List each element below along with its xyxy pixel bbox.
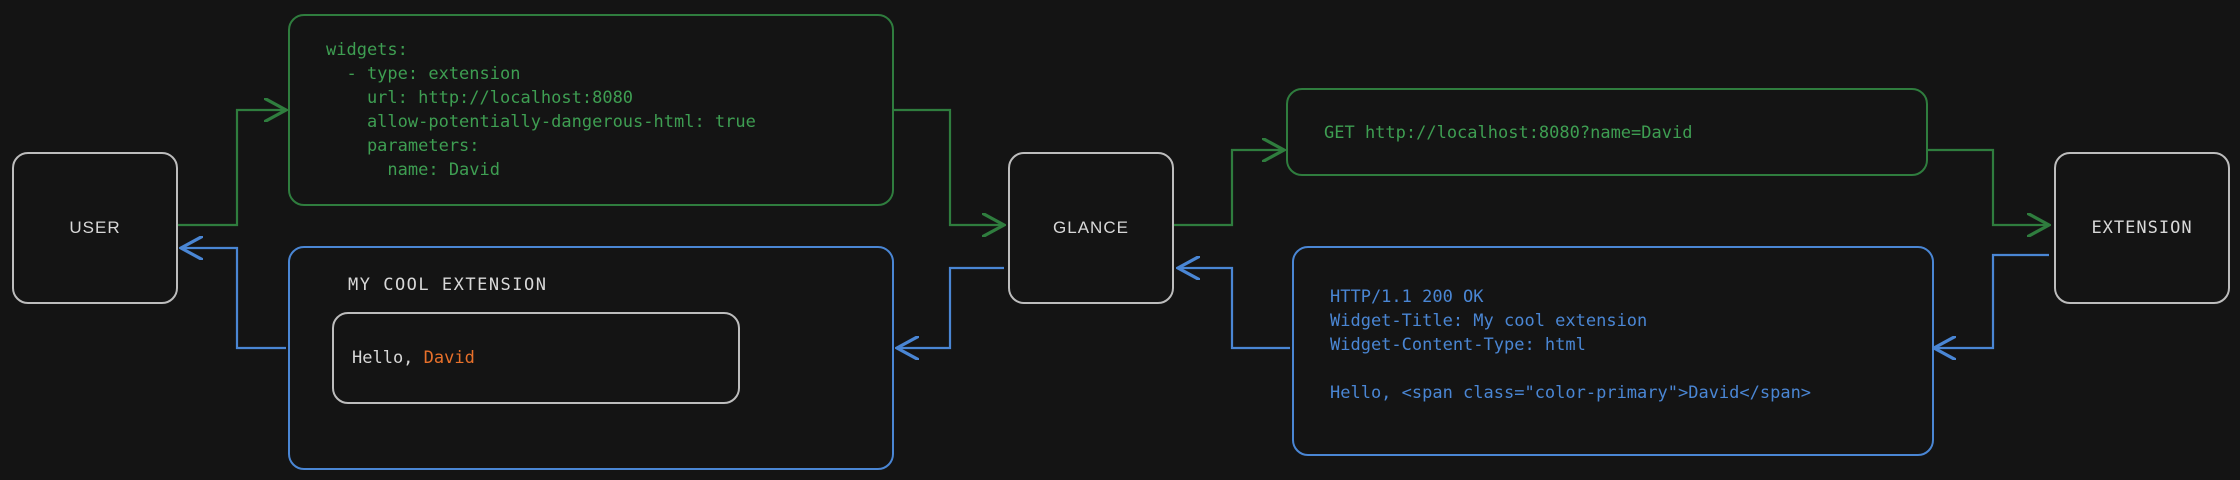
wire-extension-to-response: [1934, 253, 2049, 348]
node-user[interactable]: USER: [12, 152, 178, 304]
wire-config-to-glance: [893, 108, 1004, 225]
request-panel: GET http://localhost:8080?name=David: [1286, 88, 1928, 176]
wire-glance-to-request: [1172, 150, 1284, 227]
config-panel: widgets: - type: extension url: http://l…: [288, 14, 894, 206]
node-glance[interactable]: GLANCE: [1008, 152, 1174, 304]
node-user-label: USER: [69, 218, 121, 237]
widget-title: MY COOL EXTENSION: [348, 275, 548, 295]
widget-greeting-name: David: [423, 348, 475, 368]
wire-user-to-config: [176, 110, 286, 227]
wire-glance-to-widget: [897, 266, 1004, 348]
node-extension-label: EXTENSION: [2091, 218, 2193, 238]
widget-greeting-prefix: Hello,: [352, 348, 424, 368]
response-panel-code: HTTP/1.1 200 OK Widget-Title: My cool ex…: [1330, 287, 1812, 403]
request-panel-code: GET http://localhost:8080?name=David: [1324, 123, 1693, 143]
config-panel-code: widgets: - type: extension url: http://l…: [326, 40, 756, 180]
widget-greeting: Hello, David: [334, 348, 475, 368]
widget-preview-panel: MY COOL EXTENSION Hello, David: [288, 246, 894, 470]
wire-response-to-glance: [1178, 268, 1290, 350]
wire-request-to-extension: [1928, 148, 2049, 225]
wire-widget-to-user: [181, 248, 286, 350]
node-glance-label: GLANCE: [1053, 218, 1129, 237]
response-panel: HTTP/1.1 200 OK Widget-Title: My cool ex…: [1292, 246, 1934, 456]
widget-card[interactable]: Hello, David: [332, 312, 740, 404]
node-extension[interactable]: EXTENSION: [2054, 152, 2230, 304]
